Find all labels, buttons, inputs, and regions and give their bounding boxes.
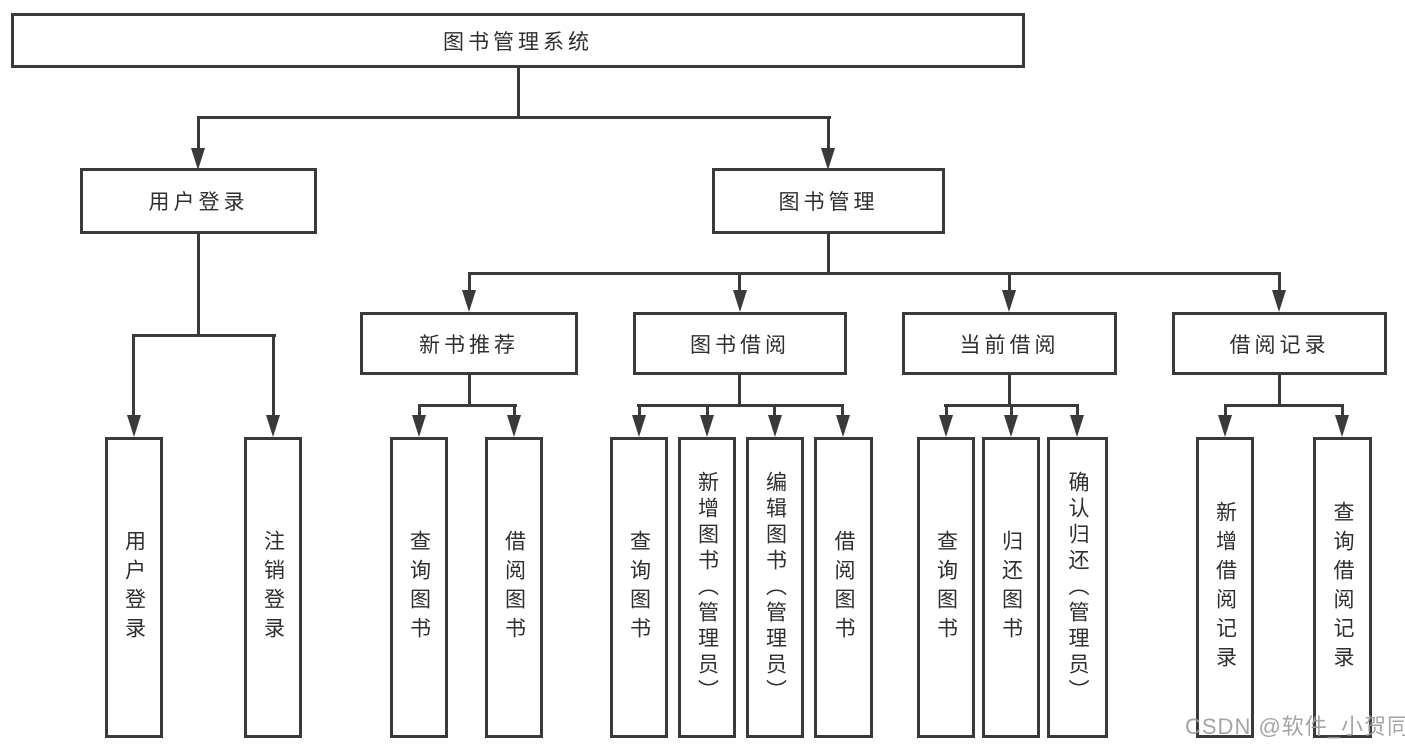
arrow-down-icon [462,290,476,312]
connector-line [738,373,741,407]
leaf-return-books: 归还图书 [982,437,1040,738]
arrow-down-icon [127,415,141,437]
connector-line [706,404,709,417]
leaf-borrow-books-borrowing: 借阅图书 [814,437,873,738]
arrow-down-icon [412,415,426,437]
connector-line [197,116,831,119]
arrow-down-icon [821,148,835,170]
leaf-add-books-admin: 新增图书（管理员） [678,437,736,738]
connector-line [1278,373,1281,407]
connector-line [513,404,516,417]
leaf-borrow-books-recommend: 借阅图书 [485,437,543,738]
node-book-management: 图书管理 [712,168,945,234]
arrow-down-icon [939,415,953,437]
connector-line [468,272,471,292]
connector-line [638,404,641,417]
leaf-query-books-recommend: 查询图书 [390,437,448,738]
connector-line [945,404,948,417]
arrow-down-icon [768,415,782,437]
leaf-query-borrow-record: 查询借阅记录 [1313,437,1372,738]
connector-line [827,231,830,275]
arrow-down-icon [700,415,714,437]
arrow-down-icon [1218,415,1232,437]
arrow-down-icon [632,415,646,437]
connector-line [637,404,844,407]
connector-line [1008,272,1011,292]
connector-line [1076,404,1079,417]
leaf-edit-books-admin: 编辑图书（管理员） [746,437,804,738]
node-user-login: 用户登录 [80,168,317,234]
leaf-logout-login: 注销登录 [244,437,302,738]
arrow-down-icon [1272,290,1286,312]
arrow-down-icon [1004,415,1018,437]
connector-line [272,334,275,417]
connector-line [1341,404,1344,417]
node-new-book-recommendation: 新书推荐 [360,312,578,375]
connector-line [197,231,200,337]
connector-line [841,404,844,417]
arrow-down-icon [733,290,747,312]
connector-line [738,272,741,292]
connector-line [1008,373,1011,407]
arrow-down-icon [1335,415,1349,437]
arrow-down-icon [507,415,521,437]
leaf-confirm-return-admin: 确认归还（管理员） [1047,437,1108,738]
leaf-query-books-borrowing: 查询图书 [610,437,668,738]
connector-line [468,373,471,407]
watermark-csdn: CSDN @软件_小贺同学 [1185,714,1405,739]
leaf-user-login: 用户登录 [105,437,163,738]
arrow-down-icon [1002,290,1016,312]
connector-line [517,66,520,118]
connector-line [1224,404,1227,417]
leaf-add-borrow-record: 新增借阅记录 [1196,437,1254,738]
connector-line [132,334,135,417]
arrow-down-icon [1070,415,1084,437]
arrow-down-icon [836,415,850,437]
connector-line [197,116,200,150]
connector-line [1224,404,1344,407]
node-borrowing-records: 借阅记录 [1172,312,1387,375]
connector-line [418,404,517,407]
arrow-down-icon [191,148,205,170]
arrow-down-icon [266,415,280,437]
node-current-borrowing: 当前借阅 [902,312,1117,375]
connector-line [827,116,830,150]
node-book-borrowing: 图书借阅 [633,312,847,375]
leaf-query-books-current: 查询图书 [917,437,975,738]
connector-line [132,334,276,337]
node-library-management-system: 图书管理系统 [11,13,1025,68]
connector-line [1278,272,1281,292]
connector-line [773,404,776,417]
connector-line [418,404,421,417]
connector-line [468,272,1280,275]
connector-line [1010,404,1013,417]
